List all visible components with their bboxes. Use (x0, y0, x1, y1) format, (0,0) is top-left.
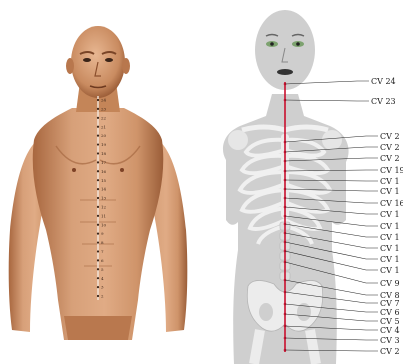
acupoint-dot (97, 250, 99, 252)
acupoint-number: 16 (101, 169, 107, 174)
acupoint-number: 22 (101, 115, 107, 120)
cv-point-label: CV 1 (380, 244, 400, 253)
acupoint-dot (97, 259, 99, 261)
acupoint-number: 14 (101, 187, 107, 192)
acupoint-dot (97, 108, 99, 110)
cv-point-label: CV 1 (380, 233, 400, 242)
acupoint-dot (97, 135, 99, 137)
cv-point-label: CV 2 (380, 143, 400, 152)
acupoint-number: 21 (101, 124, 106, 129)
cv-point-label: CV 1 (380, 255, 400, 264)
cv-point-label: CV 3 (380, 336, 400, 345)
acupoint-dot (97, 215, 99, 217)
skeleton-diagram: CV 24CV 23CV 2CV 2CV 2CV 19CV 1CV 1CV 16… (196, 0, 403, 364)
cv-point-label: CV 24 (371, 77, 396, 86)
acupoint-dot (97, 268, 99, 270)
cv-point-label: CV 2 (380, 154, 400, 163)
cv-point-label: CV 16 (380, 199, 403, 208)
male-anatomy-figure: 24232221201918171615141312111098765432 (0, 0, 196, 364)
cv-point-label: CV 1 (380, 177, 400, 186)
acupoint-number: 15 (101, 178, 107, 183)
acupoint-number: 23 (101, 107, 107, 112)
acupoint-dot (97, 126, 99, 128)
acupoint-dot (97, 143, 99, 145)
cv-point-label: CV 1 (380, 210, 400, 219)
cv-point-label: CV 1 (380, 187, 400, 196)
acupoint-dot (97, 99, 99, 101)
acupoint-number: 18 (101, 151, 107, 156)
acupoint-dot (97, 170, 99, 172)
cv-point-label: CV 2 (380, 132, 400, 141)
acupoint-dot (97, 286, 99, 288)
acupoint-dot (97, 152, 99, 154)
acupoint-dot (97, 277, 99, 279)
acupoint-dot (97, 161, 99, 163)
acupoint-dot (97, 179, 99, 181)
cv-point-label: CV 19 (380, 166, 403, 175)
cv-point-label: CV 7 (380, 299, 400, 308)
cv-point-label: CV 5 (380, 317, 400, 326)
acupoint-dot (97, 197, 99, 199)
acupoint-number: 17 (101, 160, 107, 165)
acupoint-number: 13 (101, 196, 107, 201)
cv-point-label: CV 2 (380, 347, 400, 356)
cv-point-label: CV 6 (380, 308, 400, 317)
acupoint-dot (97, 117, 99, 119)
briefs (64, 316, 132, 340)
acupoint-dot (97, 241, 99, 243)
acupoint-dot (97, 224, 99, 226)
cv-point-label: CV 1 (380, 266, 400, 275)
acupoint-number: 11 (101, 213, 106, 218)
acupoint-number: 12 (101, 205, 107, 210)
acupoint-dot (97, 233, 99, 235)
acupoint-dot (97, 295, 99, 297)
acupoint-dot (97, 188, 99, 190)
acupoint-number: 10 (101, 222, 107, 227)
cv-point-label: CV 23 (371, 97, 396, 106)
cv-point-label: CV 9 (380, 279, 400, 288)
acupoint-number: 19 (101, 142, 107, 147)
cv-point-label: CV 4 (380, 326, 400, 335)
acupoint-dot (97, 206, 99, 208)
acupoint-number: 24 (101, 98, 107, 103)
cv-point-label: CV 1 (380, 222, 400, 231)
acupoint-number: 20 (101, 133, 107, 138)
